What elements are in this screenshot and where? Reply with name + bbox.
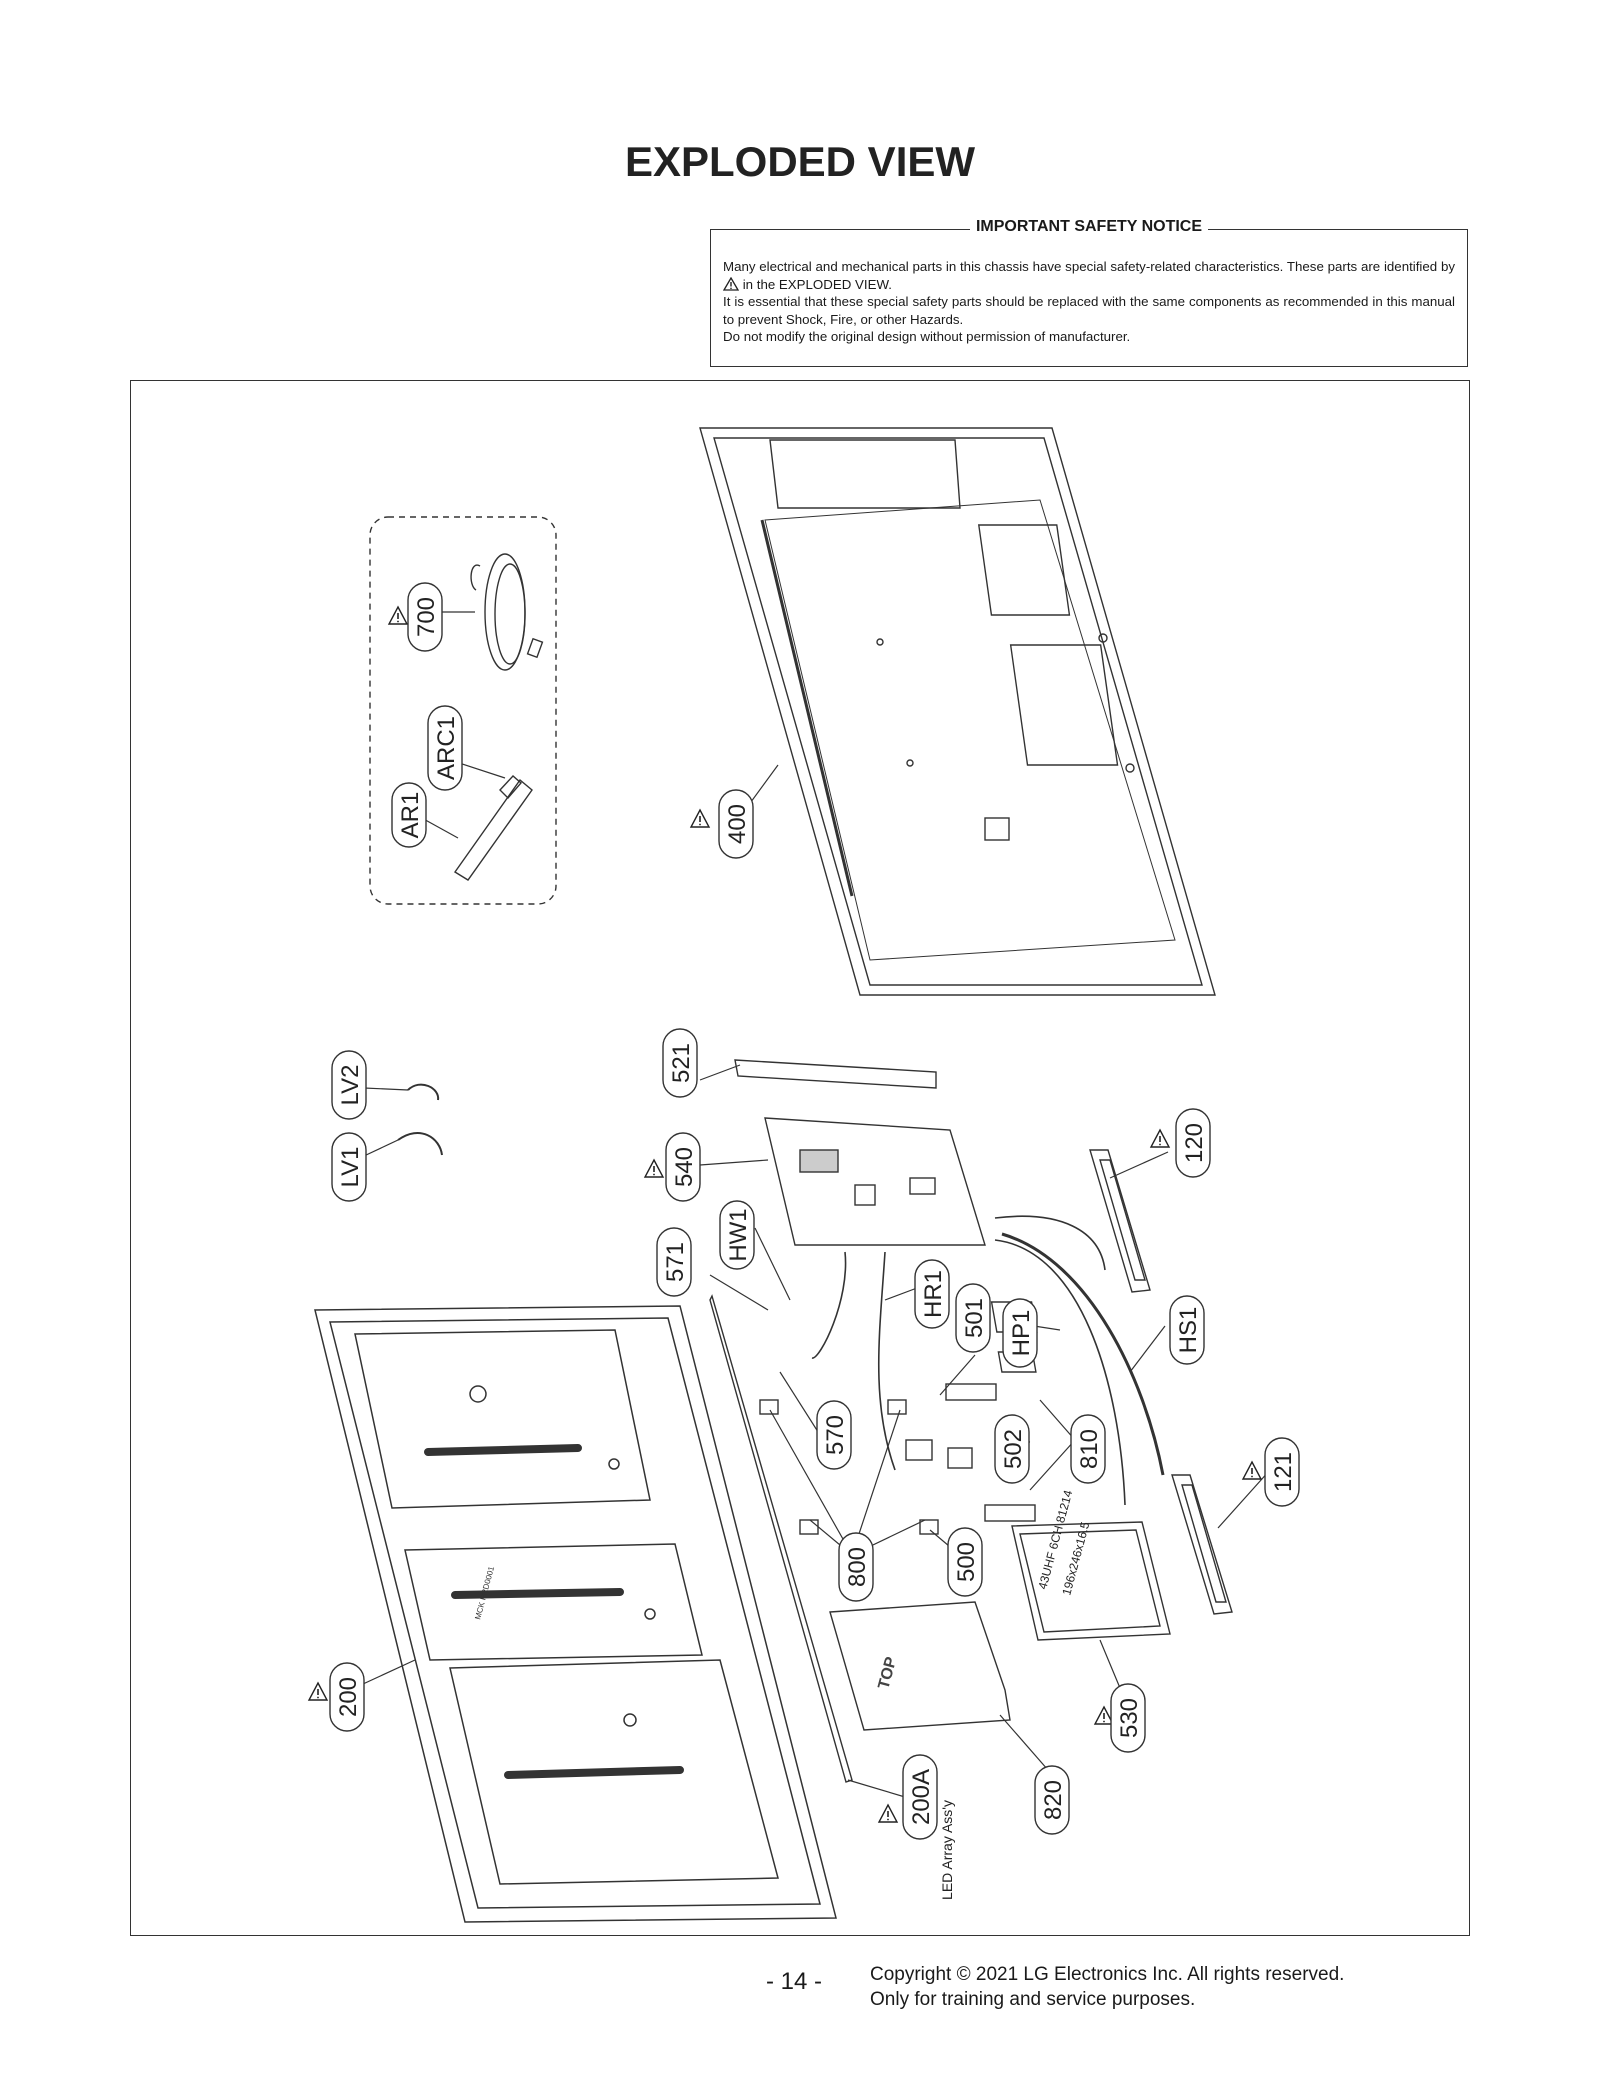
- callout-810: 810: [1070, 1414, 1106, 1484]
- callout-lv2: LV2: [331, 1050, 367, 1120]
- display-module: MCK PRD0001: [314, 1305, 837, 1923]
- callout-571: 571: [656, 1227, 692, 1297]
- part-540-label: 540: [671, 1147, 698, 1187]
- warning-200-icon: [308, 1682, 328, 1701]
- callout-hr1: HR1: [914, 1259, 950, 1329]
- insulator-sheet: TOP: [829, 1601, 1011, 1731]
- page-title: EXPLODED VIEW: [624, 138, 976, 185]
- warning-400-icon: [690, 809, 710, 828]
- part-570-label: 570: [822, 1415, 849, 1455]
- page-number: - 14 -: [766, 1968, 823, 1995]
- callout-800: 800: [838, 1532, 874, 1602]
- speaker-right: [1171, 1474, 1233, 1615]
- notice-line-3: Do not modify the original design withou…: [723, 329, 1131, 344]
- lv1-cable: [397, 1132, 443, 1156]
- warning-120-icon: [1150, 1129, 1170, 1148]
- part-521-label: 521: [668, 1043, 695, 1083]
- safety-notice-title: IMPORTANT SAFETY NOTICE: [969, 218, 1209, 235]
- part-hs1-label: HS1: [1175, 1307, 1202, 1354]
- callout-570: 570: [816, 1400, 852, 1470]
- remote-control: [453, 775, 533, 881]
- rear-cover: [699, 427, 1216, 996]
- part-502-label: 502: [1000, 1429, 1027, 1469]
- callout-200: 200: [329, 1662, 365, 1732]
- warning-540-icon: [644, 1159, 664, 1178]
- callout-hp1: HP1: [1002, 1298, 1038, 1368]
- callout-120: 120: [1175, 1108, 1211, 1178]
- callout-400: 400: [718, 789, 754, 859]
- callout-700: 700: [407, 582, 443, 652]
- part-lv2-label: LV2: [337, 1065, 364, 1106]
- part-501-label: 501: [961, 1298, 988, 1338]
- notice-line-1: Many electrical and mechanical parts in …: [723, 259, 1455, 274]
- accessories-box: [369, 516, 557, 905]
- callout-lv1: LV1: [331, 1132, 367, 1202]
- callout-hs1: HS1: [1169, 1295, 1205, 1365]
- callout-502: 502: [994, 1414, 1030, 1484]
- part-800-label: 800: [844, 1547, 871, 1587]
- terminal-strip: [734, 1059, 937, 1089]
- part-700-label: 700: [413, 597, 440, 637]
- safety-notice-text: Many electrical and mechanical parts in …: [723, 258, 1455, 346]
- part-820-label: 820: [1040, 1780, 1067, 1820]
- led-array-label: LED Array Ass'y: [939, 1800, 955, 1900]
- notice-line-1b: in the EXPLODED VIEW.: [742, 276, 892, 292]
- callout-540: 540: [665, 1132, 701, 1202]
- lv2-cable: [407, 1083, 440, 1101]
- part-200-label: 200: [335, 1677, 362, 1717]
- part-200a-label: 200A: [908, 1769, 935, 1825]
- diagram-frame: [130, 380, 1470, 1936]
- callout-200a: 200A: [902, 1754, 938, 1840]
- callout-ar1: AR1: [391, 782, 427, 848]
- callout-521: 521: [662, 1028, 698, 1098]
- copyright-line-1: Copyright © 2021 LG Electronics Inc. All…: [870, 1964, 1345, 1985]
- callout-530: 530: [1110, 1683, 1146, 1753]
- warning-121-icon: [1242, 1461, 1262, 1480]
- harness-cables: [811, 1215, 1165, 1506]
- top-arrow-label: TOP: [875, 1655, 900, 1691]
- callout-121: 121: [1264, 1437, 1300, 1507]
- part-lv1-label: LV1: [337, 1147, 364, 1188]
- part-hp1-label: HP1: [1008, 1310, 1035, 1357]
- callout-820: 820: [1034, 1765, 1070, 1835]
- copyright: Copyright © 2021 LG Electronics Inc. All…: [870, 1962, 1344, 2012]
- brackets: [759, 1301, 1038, 1535]
- warning-triangle-icon: [723, 276, 739, 291]
- leader-lines: [349, 611, 1271, 1801]
- part-530-label: 530: [1116, 1698, 1143, 1738]
- speaker-left: [1089, 1149, 1151, 1293]
- copyright-line-2: Only for training and service purposes.: [870, 1989, 1196, 2010]
- part-121-label: 121: [1270, 1452, 1297, 1492]
- main-board: [764, 1117, 986, 1246]
- power-cord: [470, 553, 544, 671]
- callout-501: 501: [955, 1283, 991, 1353]
- callout-500: 500: [947, 1527, 983, 1597]
- part-810-label: 810: [1076, 1429, 1103, 1469]
- part-ar1-label: AR1: [397, 792, 424, 839]
- part-120-label: 120: [1181, 1123, 1208, 1163]
- safety-notice-box: IMPORTANT SAFETY NOTICE Many electrical …: [710, 218, 1468, 367]
- part-hw1-label: HW1: [725, 1208, 752, 1261]
- part-400-label: 400: [724, 804, 751, 844]
- callout-hw1: HW1: [719, 1200, 755, 1270]
- led-array: [709, 1294, 853, 1783]
- callout-arc1: ARC1: [427, 705, 463, 791]
- warning-200a-icon: [878, 1804, 898, 1823]
- warning-700-icon: [388, 606, 408, 625]
- notice-line-2: It is essential that these special safet…: [723, 294, 1455, 327]
- part-571-label: 571: [662, 1242, 689, 1282]
- part-500-label: 500: [953, 1542, 980, 1582]
- part-arc1-label: ARC1: [433, 716, 460, 780]
- part-hr1-label: HR1: [920, 1270, 947, 1318]
